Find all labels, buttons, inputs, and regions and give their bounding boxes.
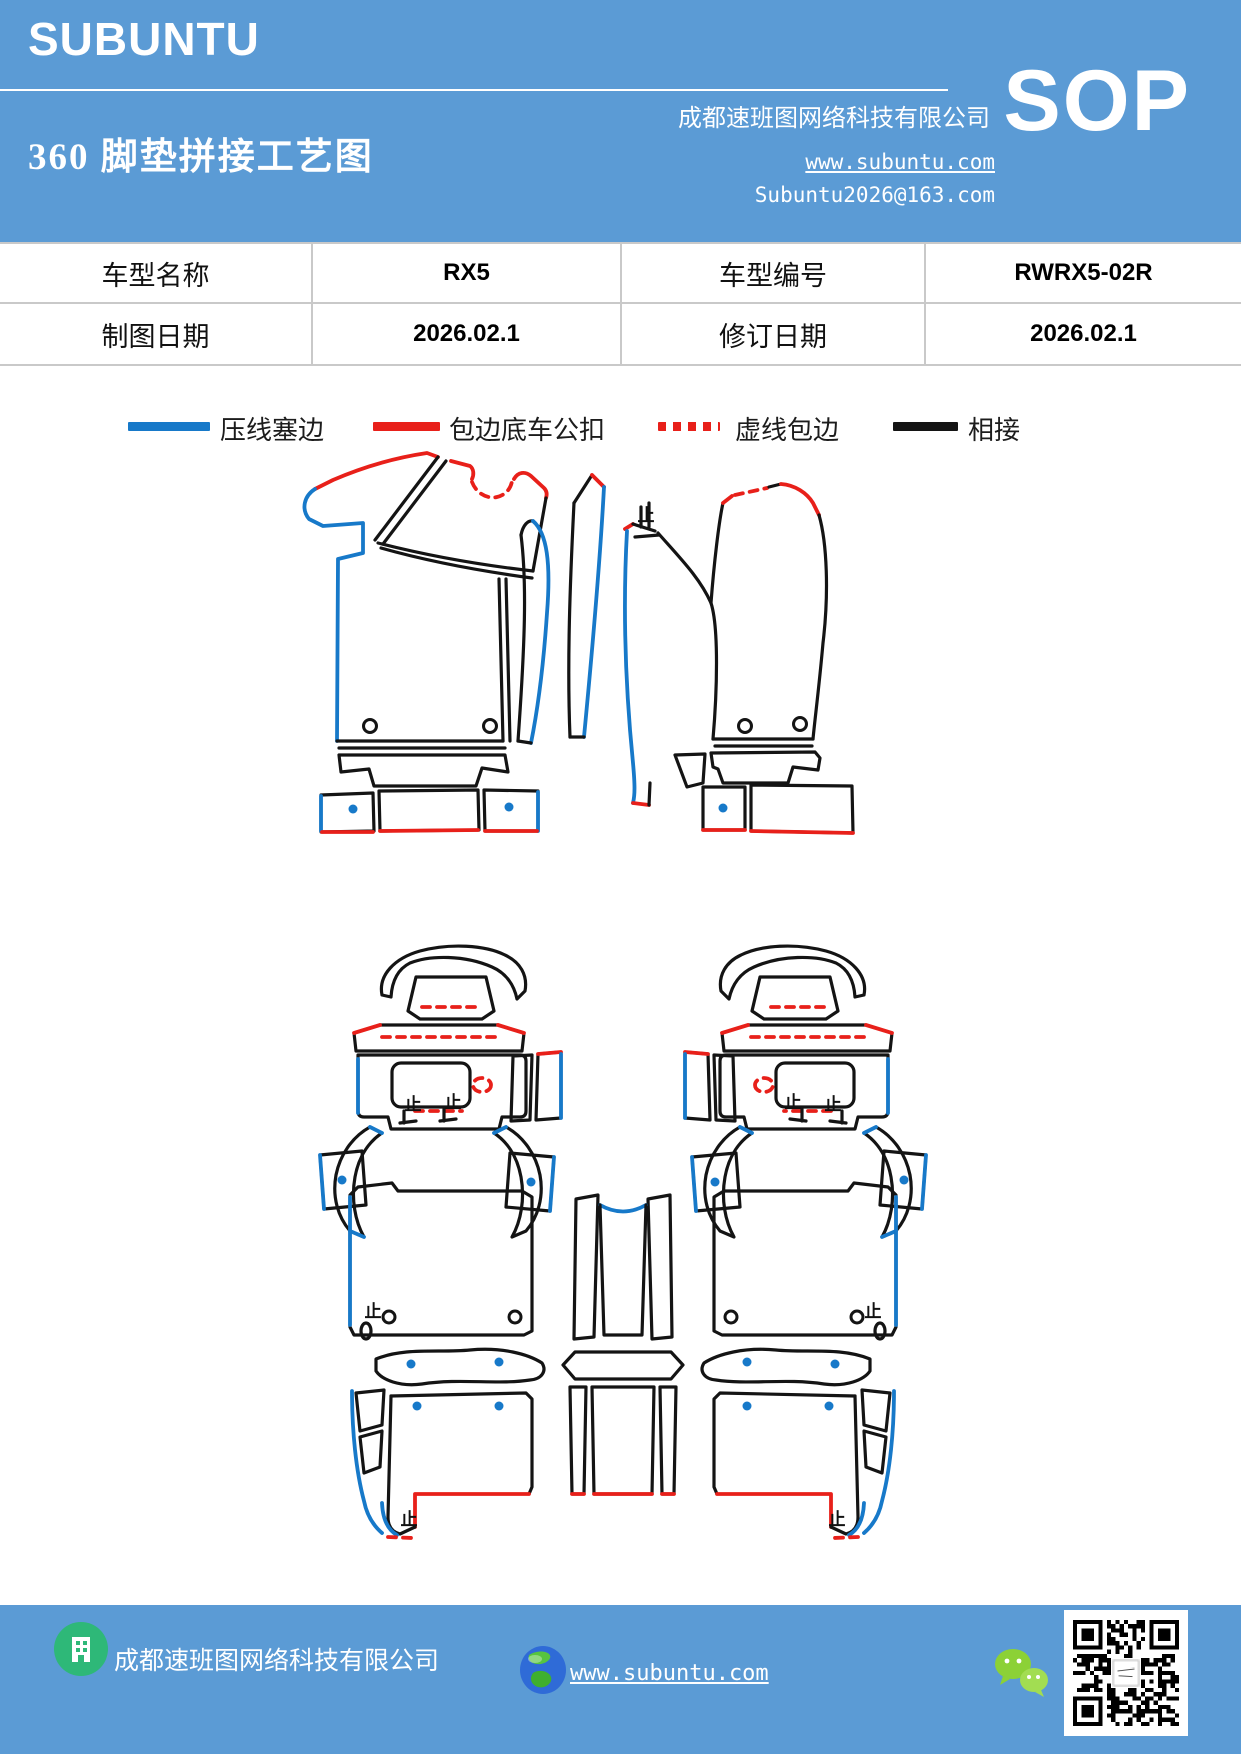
legend-swatch-red-dashed-line [658,422,720,431]
table-value-draw-date: 2026.02.1 [313,304,622,364]
stop-mark: 止 [785,1092,802,1112]
header-company-name: 成都速班图网络科技有限公司 [678,106,990,132]
sop-label: SOP [1003,53,1191,149]
header-website-link[interactable]: www.subuntu.com [805,150,995,174]
legend-label: 虚线包边 [735,416,840,445]
page-header: SUBUNTU 360 脚垫拼接工艺图 成都速班图网络科技有限公司 SOP ww… [0,0,1241,242]
building-icon [54,1622,108,1676]
qr-code [1064,1610,1188,1736]
legend-label: 包边底车公扣 [449,416,606,445]
header-email: Subuntu2026@163.com [754,183,995,207]
table-value-revise-date: 2026.02.1 [926,304,1241,364]
table-label-revise-date: 修订日期 [622,304,926,364]
stop-mark: 止 [445,1092,462,1112]
wechat-icon [995,1649,1048,1697]
full-set-diagram: 止 止 止 止 止 止 止 止 [318,944,928,1540]
line-legend: 压线塞边 包边底车公扣 虚线包边 相接 [0,402,1241,450]
footer-website-link[interactable]: www.subuntu.com [570,1661,769,1686]
legend-swatch-black-line [893,422,958,431]
brand-logo: SUBUNTU [28,13,260,65]
stop-mark: 止 [365,1301,382,1321]
page-footer: 成都速班图网络科技有限公司 www.subuntu.com [0,1605,1241,1754]
table-label-draw-date: 制图日期 [0,304,313,364]
vehicle-info-table: 车型名称 RX5 车型编号 RWRX5-02R 制图日期 2026.02.1 修… [0,242,1241,366]
footer-company-name: 成都速班图网络科技有限公司 [114,1648,440,1675]
stop-mark: 止 [829,1509,846,1529]
center-pieces [561,1193,685,1496]
legend-swatch-blue-line [128,422,210,431]
table-label-model-name: 车型名称 [0,244,313,304]
legend-swatch-red-line [373,422,440,431]
table-label-model-code: 车型编号 [622,244,926,304]
stop-mark: 止 [401,1509,418,1529]
stop-mark: 止 [405,1094,422,1114]
front-mat-right [567,473,855,835]
table-value-model-name: RX5 [313,244,622,304]
qr-code-canvas [1073,1620,1179,1726]
rear-set-half [318,944,563,1540]
front-mats-diagram: 止 [302,451,855,835]
page-title: 360 脚垫拼接工艺图 [28,137,374,178]
table-value-model-code: RWRX5-02R [926,244,1241,304]
legend-label: 压线塞边 [220,416,325,445]
header-divider [0,89,948,91]
legend-label: 相接 [968,416,1021,445]
globe-icon [520,1646,566,1694]
front-mat-left [302,451,551,834]
stop-mark: 止 [865,1301,882,1321]
stop-mark: 止 [825,1094,842,1114]
stop-mark: 止 [638,505,655,525]
